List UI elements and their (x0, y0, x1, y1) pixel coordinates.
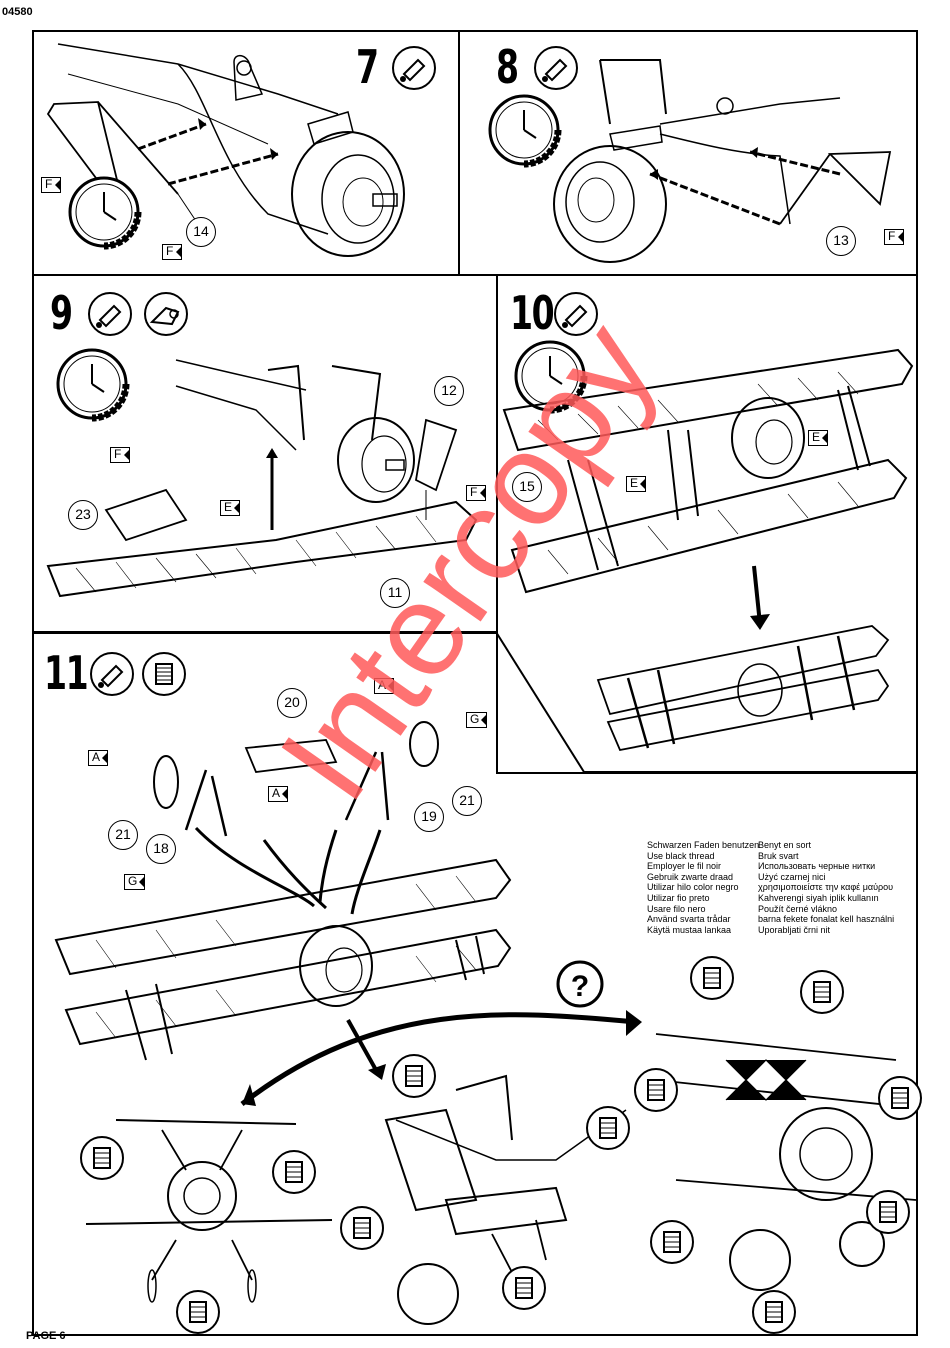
step-10-biplane-drawing (502, 348, 914, 752)
thread-spool-icon (502, 1266, 546, 1310)
step-9-part-callout-3: 11 (380, 578, 410, 608)
glue-tube-icon (554, 292, 598, 336)
drying-clock-icon (514, 340, 588, 414)
step-8-part-callout: 13 (826, 226, 856, 256)
step-10-flag-1: E (808, 430, 829, 446)
step-11-part-callout-21-right: 21 (452, 786, 482, 816)
glue-tube-icon (90, 652, 134, 696)
glue-tube-icon (392, 46, 436, 90)
front-view-biplane (85, 1119, 333, 1303)
step-11-flag-a-3: A (268, 786, 289, 802)
drying-clock-icon (68, 176, 142, 250)
step-9-flag-1: F (110, 447, 130, 463)
step-7-part-callout: 14 (186, 217, 216, 247)
step-11-flag-a-2: A (88, 750, 109, 766)
step-11-part-callout-21-left: 21 (108, 820, 138, 850)
thread-spool-icon (690, 956, 734, 1000)
thread-spool-icon (340, 1206, 384, 1250)
step-9-fuselage-wing-drawing (46, 359, 478, 598)
step-11-flag-g-1: G (466, 712, 488, 728)
page-number: PAGE 6 (26, 1330, 66, 1342)
step-10-part-callout: 15 (512, 472, 542, 502)
drying-clock-icon (56, 348, 130, 422)
thread-spool-icon (176, 1290, 220, 1334)
thread-spool-icon (752, 1290, 796, 1334)
three-quarter-view-biplane (655, 1033, 917, 1291)
step-7-flag-2: F (162, 244, 182, 260)
thread-spool-icon (586, 1106, 630, 1150)
thread-spool-icon (866, 1190, 910, 1234)
document-code: 04580 (2, 6, 33, 18)
thread-spool-icon (392, 1054, 436, 1098)
step-11-part-callout-19: 19 (414, 802, 444, 832)
glue-dispenser-icon (144, 292, 188, 336)
step-8-fuselage-drawing (553, 59, 892, 263)
step-11-flag-g-2: G (124, 874, 146, 890)
thread-spool-icon (634, 1068, 678, 1112)
step-9-number: 9 (50, 286, 73, 340)
step-7-number: 7 (356, 40, 379, 94)
step-11-landing-gear-drawing: ? (54, 721, 917, 1325)
thread-spool-icon (80, 1136, 124, 1180)
glue-tube-icon (88, 292, 132, 336)
thread-spool-icon (272, 1150, 316, 1194)
step-8-flag-1: F (884, 229, 904, 245)
step-9-flag-3: E (220, 500, 241, 516)
step-8-number: 8 (496, 40, 519, 94)
step-10-number: 10 (510, 286, 555, 340)
step-11-panel (32, 632, 918, 1336)
glue-tube-icon (534, 46, 578, 90)
thread-spool-icon (800, 970, 844, 1014)
thread-spool-icon (142, 652, 186, 696)
step-11-flag-a-1: A (374, 678, 395, 694)
thread-spool-icon (650, 1220, 694, 1264)
step-9-flag-2: F (466, 485, 486, 501)
step-7-flag-1: F (41, 177, 61, 193)
drying-clock-icon (488, 94, 562, 168)
step-9-part-callout-2: 23 (68, 500, 98, 530)
step-11-part-callout-18: 18 (146, 834, 176, 864)
thread-spool-icon (878, 1076, 922, 1120)
step-9-part-callout-1: 12 (434, 376, 464, 406)
question-mark: ? (571, 970, 589, 1003)
step-10-flag-2: E (626, 476, 647, 492)
step-11-part-callout-20: 20 (277, 688, 307, 718)
step-11-number: 11 (44, 646, 89, 700)
